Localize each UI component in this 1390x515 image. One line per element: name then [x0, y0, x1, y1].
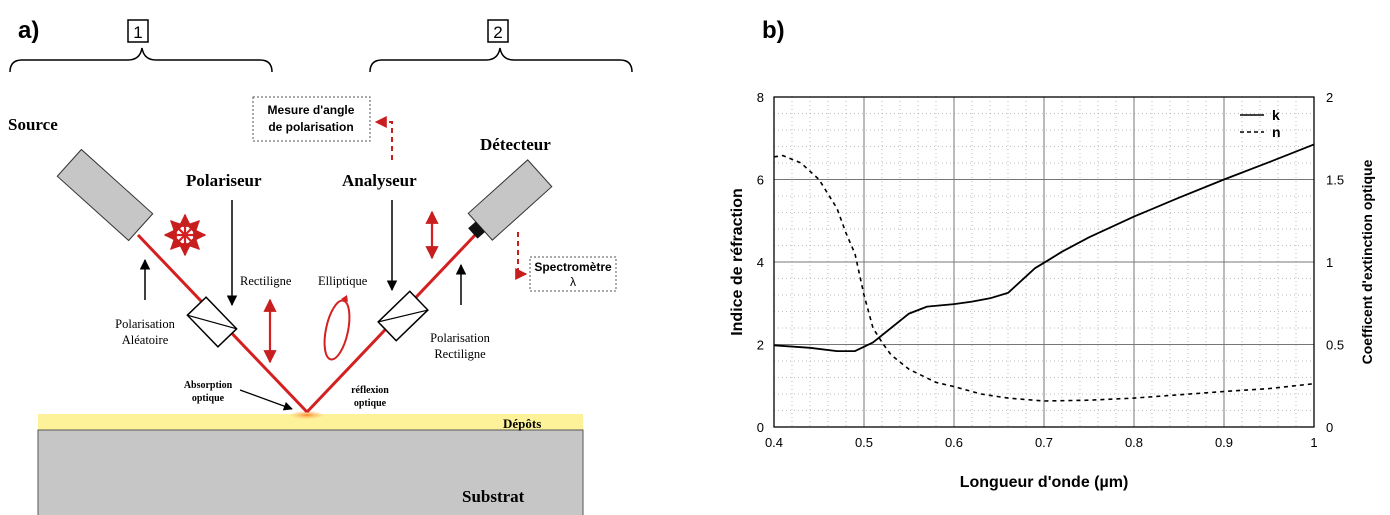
y-left-axis-title: Indice de réfraction — [729, 188, 746, 336]
legend-label-n: n — [1272, 124, 1281, 140]
group2-number: 2 — [493, 23, 502, 42]
reflection-spot — [291, 411, 323, 419]
group2-box — [487, 19, 509, 43]
x-tick-label: 0.8 — [1125, 435, 1143, 450]
absorption-line2: optique — [192, 393, 225, 404]
series-line-k — [773, 143, 1315, 353]
y-left-tick-label: 0 — [757, 420, 764, 435]
substrat-label: Substrat — [462, 487, 525, 506]
elliptique-label: Elliptique — [318, 274, 368, 288]
absorption-line1: Absorption — [184, 380, 233, 391]
analyseur-label: Analyseur — [342, 171, 417, 190]
y-right-axis-title: Coefficent d'extinction optique — [1359, 159, 1375, 364]
mesure-angle-line2: de polarisation — [268, 120, 353, 134]
source-device — [56, 148, 154, 242]
analyseur-element — [377, 290, 429, 342]
brace-group2 — [369, 47, 633, 73]
polariseur-element — [186, 296, 238, 348]
y-left-tick-label: 8 — [757, 90, 764, 105]
spectrometre-box — [529, 256, 617, 292]
spectrometre-line2: λ — [570, 275, 576, 289]
panel-b-label: b) — [762, 17, 785, 44]
spectrometre-line1: Spectromètre — [534, 260, 612, 274]
spectrometre-dashed-arrow — [515, 232, 528, 280]
panel-a: a) 1 2 Dépôts Substrat Source — [8, 17, 633, 515]
reflexion-line2: optique — [354, 398, 387, 409]
polarisation-rectiligne-line1: Polarisation — [430, 331, 490, 345]
absorption-pointer — [239, 389, 293, 411]
x-tick-label: 0.5 — [855, 435, 873, 450]
x-tick-label: 0.4 — [765, 435, 783, 450]
group1-number: 1 — [133, 23, 142, 42]
y-right-tick-label: 1 — [1326, 255, 1333, 270]
x-tick-label: 0.7 — [1035, 435, 1053, 450]
mesure-angle-box — [252, 96, 371, 142]
x-tick-label: 1 — [1310, 435, 1317, 450]
polarisation-aleatoire-line1: Polarisation — [115, 317, 175, 331]
plot-frame — [773, 96, 1315, 428]
y-left-tick-label: 6 — [757, 173, 764, 188]
depot-layer — [38, 414, 583, 430]
y-left-tick-label: 4 — [757, 255, 764, 270]
depots-label: Dépôts — [503, 416, 541, 431]
polariseur-label: Polariseur — [186, 171, 262, 190]
reflexion-line1: réflexion — [351, 385, 389, 396]
detecteur-device — [467, 159, 553, 241]
substrate — [37, 429, 584, 515]
rectiligne-label: Rectiligne — [240, 274, 292, 288]
x-tick-label: 0.9 — [1215, 435, 1233, 450]
random-polarisation-icon — [163, 213, 207, 257]
source-label: Source — [8, 115, 58, 134]
mesure-angle-dashed-arrow — [374, 116, 393, 160]
elliptical-polarisation-icon — [323, 299, 351, 361]
x-axis-title: Longueur d'onde (µm) — [960, 474, 1129, 491]
x-tick-label: 0.6 — [945, 435, 963, 450]
panel-a-label: a) — [18, 17, 39, 44]
detecteur-label: Détecteur — [480, 135, 551, 154]
y-right-tick-label: 2 — [1326, 90, 1333, 105]
y-left-tick-label: 2 — [757, 338, 764, 353]
y-right-tick-label: 1.5 — [1326, 173, 1344, 188]
polarisation-rectiligne-line2: Rectiligne — [434, 347, 486, 361]
y-right-tick-label: 0 — [1326, 420, 1333, 435]
legend-label-k: k — [1272, 107, 1280, 123]
elliptical-arrowhead — [341, 295, 348, 302]
polarisation-aleatoire-line2: Aléatoire — [122, 333, 169, 347]
group1-box — [127, 19, 149, 43]
y-right-tick-label: 0.5 — [1326, 338, 1344, 353]
mesure-angle-line1: Mesure d'angle — [268, 103, 355, 117]
series-line-n — [773, 154, 1315, 402]
brace-group1 — [9, 47, 273, 73]
